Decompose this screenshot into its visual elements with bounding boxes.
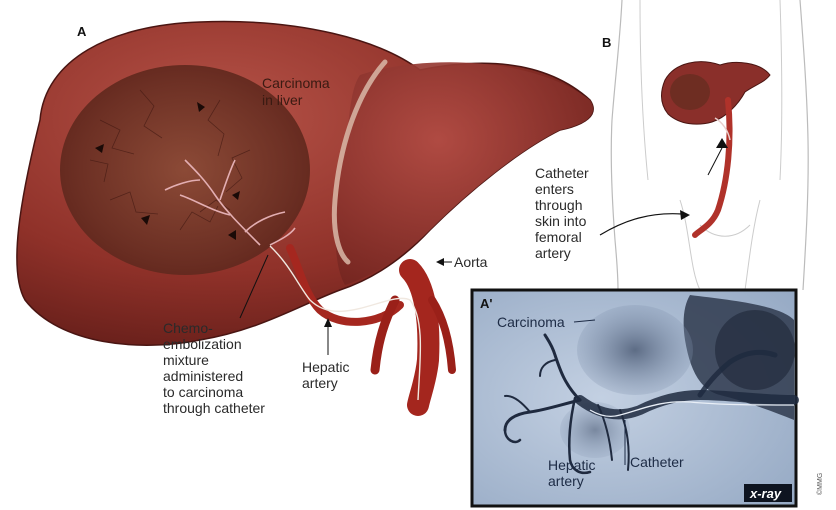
xray-modality-tag: x-ray xyxy=(749,486,782,501)
aorta-arrowhead xyxy=(436,258,444,266)
aorta-branch xyxy=(375,300,395,370)
panel-label-b: B xyxy=(602,35,611,50)
xray-carcinoma-label: Carcinoma xyxy=(497,314,565,330)
body-outline-panel xyxy=(611,0,808,290)
xray-catheter-label: Catheter xyxy=(630,454,684,470)
chemoembolization-label: Chemo- embolization mixture administered… xyxy=(163,320,265,416)
aorta-label: Aorta xyxy=(454,254,488,270)
panel-label-a: A xyxy=(77,24,87,39)
catheter-entry-pointer xyxy=(600,214,682,235)
xray-carcinoma-blush xyxy=(577,305,693,395)
image-credit: ©MMG xyxy=(816,473,824,495)
hepatic-artery-label: Hepatic artery xyxy=(302,359,353,391)
panel-label-a-prime: A' xyxy=(480,296,492,311)
catheter-entry-label: Catheter enters through skin into femora… xyxy=(535,165,593,261)
